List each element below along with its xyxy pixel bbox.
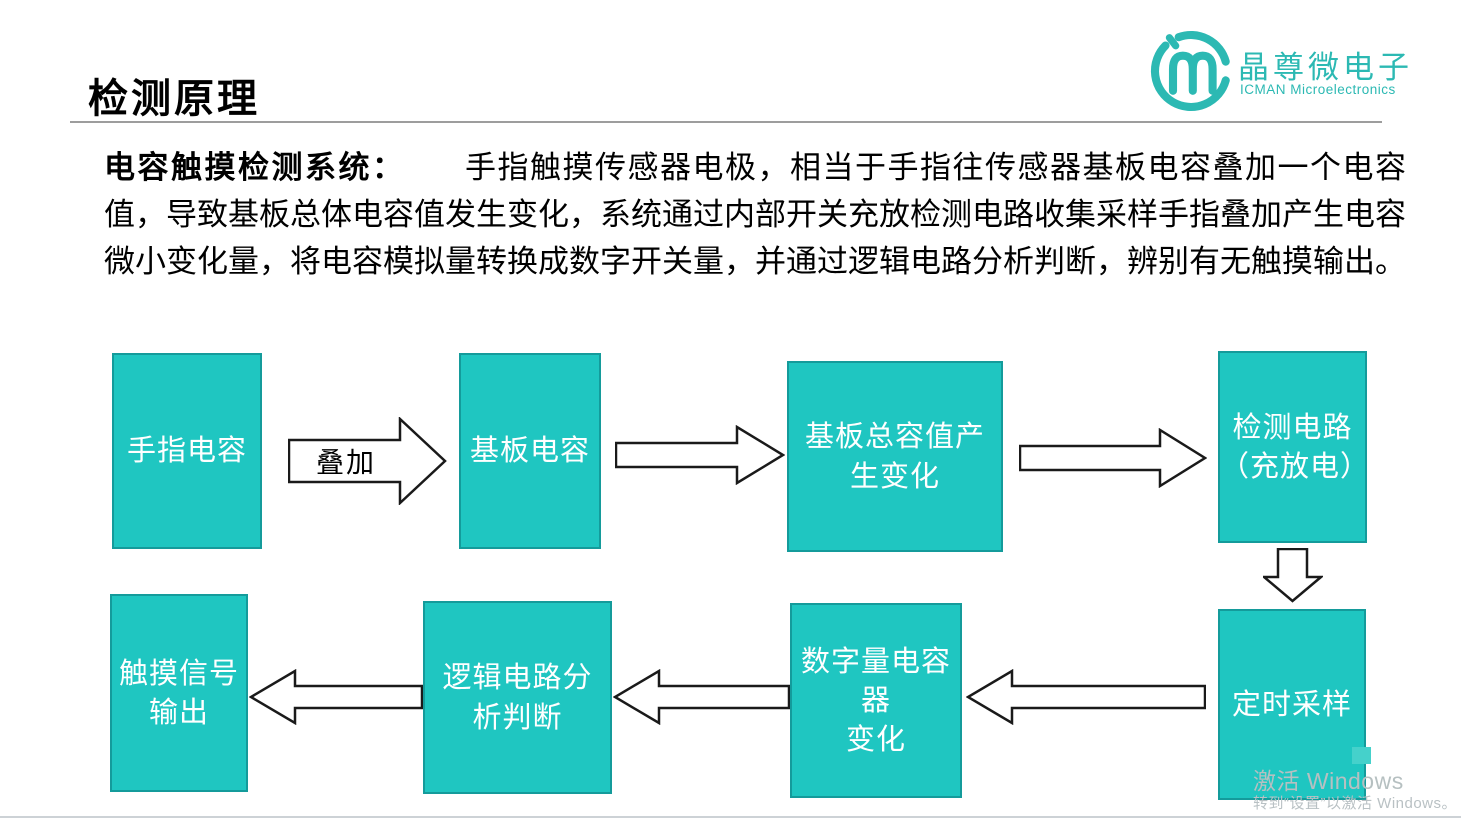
logo-name-en: ICMAN Microelectronics [1240,82,1396,97]
arrow-digital-to-logic [613,669,790,725]
right-block-arrow-icon [615,425,785,485]
watermark-highlight [1352,747,1371,764]
superpose-arrow: 叠加 [288,417,448,505]
title-divider [70,121,1382,123]
right-block-arrow-icon [1019,428,1207,488]
node-timed-sampling: 定时采样 [1218,609,1366,800]
left-block-arrow-icon [966,669,1206,725]
left-block-arrow-icon [249,669,423,725]
company-logo: 晶尊微电子 ICMAN Microelectronics [1146,26,1446,118]
node-finger-capacitance: 手指电容 [112,353,262,549]
activate-windows-text: 激活 Windows [1253,768,1404,794]
node-digital-capacitor-change: 数字量电容器 变化 [790,603,962,798]
arrow-total-to-detect [1019,428,1207,488]
left-block-arrow-icon [613,669,790,725]
node-touch-signal-output: 触摸信号 输出 [110,594,248,792]
node-total-capacitance-change: 基板总容值产 生变化 [787,361,1003,552]
page-title: 检测原理 [88,77,260,121]
activate-windows-hint: 转到“设置”以激活 Windows。 [1253,795,1458,812]
logo-name-cn: 晶尊微电子 [1238,50,1413,85]
down-block-arrow-icon [1263,548,1323,603]
right-block-arrow-icon [288,417,447,505]
arrow-substrate-to-total [615,425,785,485]
intro-lead: 电容触摸检测系统： [104,150,406,185]
node-substrate-capacitance: 基板电容 [459,353,601,549]
node-logic-analysis: 逻辑电路分 析判断 [423,601,612,794]
node-detection-circuit: 检测电路 （充放电） [1218,351,1369,543]
logo-mark-icon [1150,31,1230,111]
arrow-sampling-to-digital [966,669,1206,725]
intro-paragraph: 电容触摸检测系统：手指触摸传感器电极，相当于手指往传感器基板电容叠加一个电容值，… [104,144,1406,286]
intro-body: 手指触摸传感器电极，相当于手指往传感器基板电容叠加一个电容值，导致基板总体电容值… [104,150,1406,280]
bottom-divider [0,816,1461,818]
superpose-arrow-label: 叠加 [315,446,376,479]
arrow-logic-to-output [249,669,423,725]
arrow-detect-to-sampling [1263,548,1323,603]
